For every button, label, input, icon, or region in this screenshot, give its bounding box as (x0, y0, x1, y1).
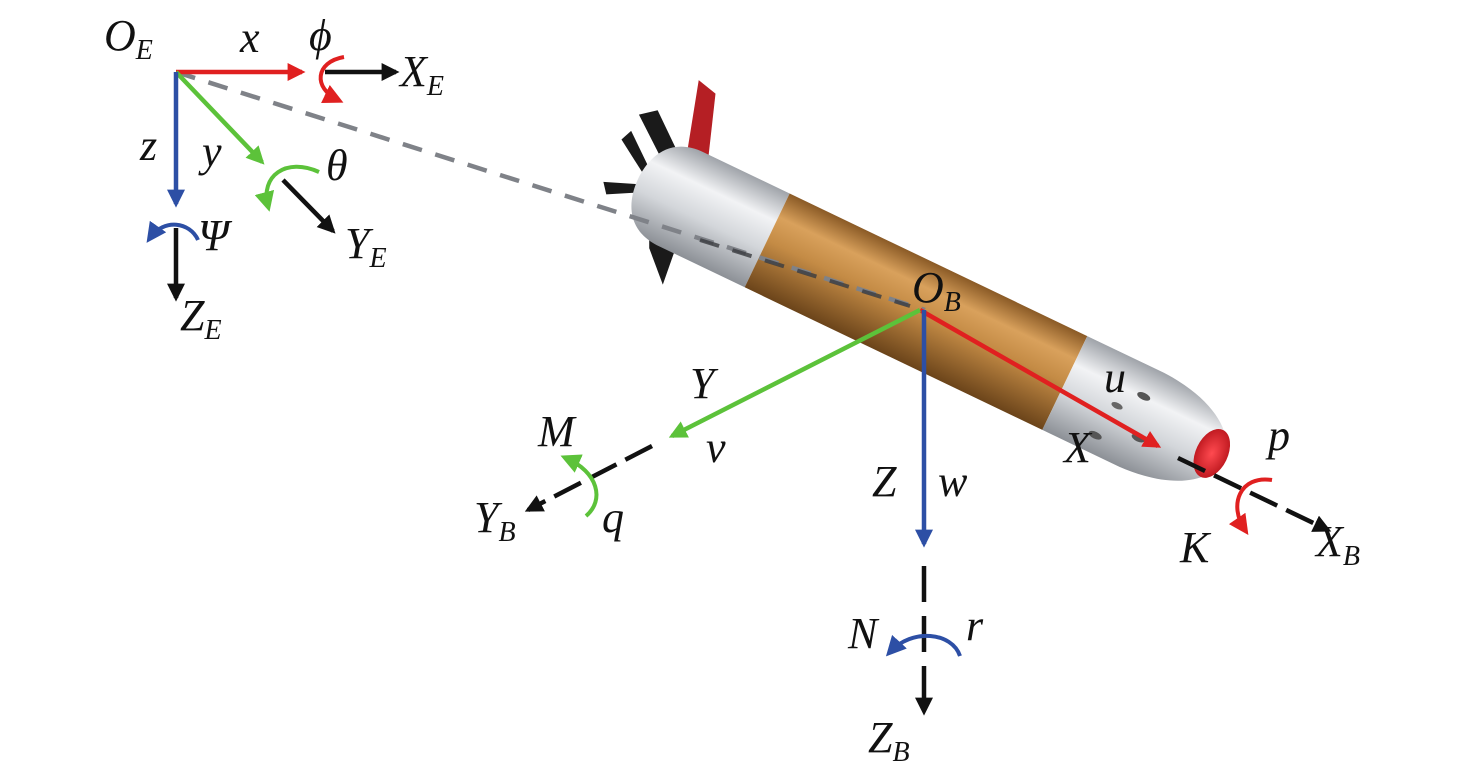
body-origin-label: OB (912, 263, 961, 318)
w-label: w (938, 457, 968, 506)
u-label: u (1104, 353, 1126, 402)
body-frame (524, 307, 1332, 716)
r-label: r (966, 601, 984, 650)
phi-rotation-arrow (318, 55, 345, 103)
sensor-port (1137, 392, 1151, 401)
r-rotation-arrow (885, 634, 962, 657)
body-axis-z-label: ZB (868, 713, 910, 768)
upper-fin-red (686, 80, 716, 164)
earth-frame (146, 55, 400, 302)
X-force-label: X (1062, 423, 1093, 472)
M-label: M (537, 407, 577, 456)
earth-y-arrow (174, 70, 265, 165)
earth-z-label: z (139, 121, 157, 170)
Y-force-label: Y (690, 359, 719, 408)
body-x-axis-ext (1177, 455, 1332, 533)
theta-label: θ (326, 141, 348, 190)
q-rotation-arrow (560, 454, 599, 518)
earth-axis-x-label: XE (398, 47, 444, 102)
theta-rotation-arrow (254, 164, 320, 212)
aft-section (631, 146, 790, 288)
earth-origin-label: OE (104, 11, 153, 66)
earth-y-label: y (198, 127, 222, 176)
psi-label: Ψ (198, 211, 233, 260)
earth-axis-z-label: ZE (180, 291, 222, 346)
earth-x-label: x (239, 13, 260, 62)
p-rotation-arrow (1228, 477, 1273, 535)
N-label: N (847, 609, 880, 658)
earth-y-axis-ext (281, 178, 336, 234)
q-label: q (602, 493, 624, 542)
Z-force-label: Z (872, 457, 897, 506)
body-y-arrow (668, 307, 922, 439)
position-vector-dashed-dark (699, 238, 911, 308)
phi-label: ϕ (309, 11, 332, 60)
body-axis-x-label: XB (1314, 517, 1360, 572)
p-label: p (1265, 411, 1290, 460)
K-label: K (1179, 523, 1212, 572)
sensor-port (1111, 402, 1123, 410)
body-x-arrow (918, 308, 1162, 448)
body-axis-y-label: YB (474, 493, 516, 548)
sensor-port (1088, 430, 1102, 440)
v-label: v (706, 423, 726, 472)
earth-axis-y-label: YE (345, 219, 387, 274)
psi-rotation-arrow (146, 220, 200, 243)
forward-section (1042, 336, 1227, 481)
nose-tip (1193, 428, 1231, 478)
